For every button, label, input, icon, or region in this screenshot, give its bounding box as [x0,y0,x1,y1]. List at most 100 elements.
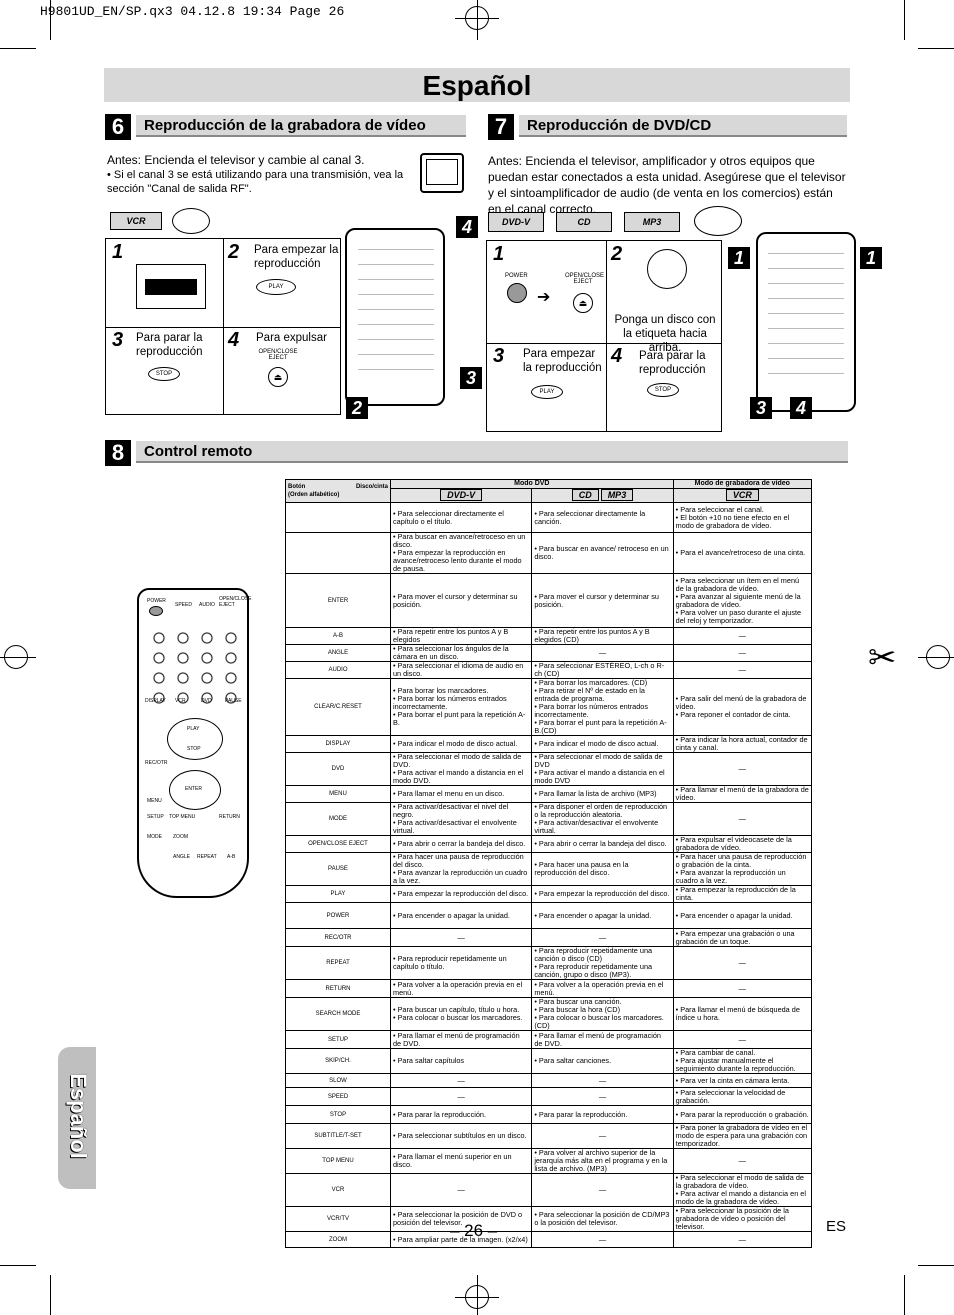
step-3-text: Para parar la reproducción [136,332,203,358]
remote-number-pad[interactable] [147,628,243,708]
button-key-cell: VCR [285,1173,391,1207]
function-cell-c2: • Para llamar el menú de programación de… [531,1030,674,1049]
function-cell-c2: — [531,1123,674,1149]
button-key-cell: ANGLE [285,644,391,662]
step-3-number: 3 [493,345,505,367]
table-row: MENU• Para llamar el menu en un disco.• … [285,785,813,803]
button-key-cell: ENTER [285,573,391,628]
button-key-cell: DISPLAY [285,735,391,753]
function-cell-c3: • Para encender o apagar la unidad. [672,902,813,929]
function-cell-c3: • Para empezar la reproducción de la cin… [672,885,813,903]
function-cell-c1: • Para seleccionar el modo de salida de … [389,752,533,786]
function-cell-c1: — [389,1087,533,1106]
badge-cd: CD [571,488,599,501]
function-cell-c1: — [389,1173,533,1207]
function-cell-c3: • Para llamar el menú de búsqueda de índ… [672,997,813,1031]
page-title: Español [104,68,850,102]
play-button[interactable]: PLAY [531,385,563,399]
function-cell-c2: • Para borrar los marcadores. (CD) • Par… [531,678,674,736]
stop-button[interactable]: STOP [148,367,180,381]
function-cell-c2: • Para seleccionar la posición de CD/MP3… [531,1206,674,1232]
table-row: • Para buscar en avance/retroceso en un … [285,532,813,574]
function-cell-c1: • Para llamar el menú superior en un dis… [389,1148,533,1174]
open-close-label: OPEN/CLOSE EJECT [565,273,605,285]
step-2-text: Para empezar la reproducción [254,244,339,270]
stop-button[interactable]: STOP [647,383,679,397]
function-cell-c2: • Para buscar una canción. • Para buscar… [531,997,674,1031]
side-tab: Español [58,1047,96,1189]
button-key-cell: MODE [285,802,391,836]
button-key-cell [285,502,391,533]
function-cell-c3: • Para seleccionar la posición de la gra… [672,1206,813,1232]
header-dvd-mode: Modo DVD [389,479,674,489]
header-order: (Orden alfabético) [288,492,340,498]
button-key-cell: A-B [285,627,391,645]
button-key-cell: PLAY [285,885,391,903]
cd-badge: CD [556,212,612,232]
table-row: CLEAR/C.RESET• Para borrar los marcadore… [285,678,813,736]
button-key-cell [285,532,391,574]
table-row: OPEN/CLOSE EJECT• Para abrir o cerrar la… [285,835,813,853]
mini-remote-buttons [768,248,844,388]
button-key-cell: SUBTITLE/T-SET [285,1123,391,1149]
button-key-cell: POWER [285,902,391,929]
eject-button[interactable]: ⏏ [573,293,593,313]
table-row: DVD• Para seleccionar el modo de salida … [285,752,813,786]
function-cell-c2: • Para seleccionar ESTÉREO, L-ch o R-ch … [531,661,674,679]
function-cell-c1: — [389,928,533,947]
function-cell-c3: • Para parar la reproducción o grabación… [672,1105,813,1124]
table-row: MODE• Para activar/desactivar el nivel d… [285,802,813,836]
remote-transport-pad[interactable] [167,718,223,760]
button-key-cell: SLOW [285,1073,391,1088]
remote-power-button[interactable] [149,606,163,616]
table-row: SUBTITLE/T-SET• Para seleccionar subtítu… [285,1123,813,1149]
table-row: STOP• Para parar la reproducción.• Para … [285,1105,813,1124]
button-key-cell: SKIP/CH. [285,1048,391,1074]
section-6-note: • Si el canal 3 se está utilizando para … [107,169,404,195]
play-button[interactable]: PLAY [256,279,296,295]
badge-dvd: DVD-V [440,488,483,501]
power-button[interactable] [507,283,527,303]
function-cell-c1: • Para parar la reproducción. [389,1105,533,1124]
function-cell-c1: • Para reproducir repetidamente un capít… [389,946,533,980]
button-key-cell: REPEAT [285,946,391,980]
function-cell-c3: — [672,752,813,786]
callout-3: 3 [750,397,772,419]
function-cell-c1: • Para buscar un capítulo, título u hora… [389,997,533,1031]
crop-mark [918,48,954,49]
remote-setup-label: SETUP [147,814,164,820]
table-row: PLAY• Para empezar la reproducción del d… [285,885,813,903]
remote-audio-label: AUDIO [199,602,215,608]
function-cell-c2: • Para indicar el modo de disco actual. [531,735,674,753]
function-cell-c1: • Para llamar el menu en un disco. [389,785,533,803]
table-row: SPEED——• Para seleccionar la velocidad d… [285,1087,813,1106]
eject-button[interactable]: ⏏ [268,367,288,387]
function-cell-c2: • Para abrir o cerrar la bandeja del dis… [531,835,674,853]
remote-control-illustration: POWER SPEED AUDIO OPEN/CLOSE EJECT DISPL… [137,588,252,898]
button-key-cell: SEARCH MODE [285,997,391,1031]
remote-display-label: DISPLAY [145,698,166,704]
remote-return-label: RETURN [219,814,240,820]
step-2-number: 2 [228,241,240,263]
step-1-number: 1 [112,241,124,263]
function-cell-c3: • Para seleccionar un ítem en el menú de… [672,573,813,628]
scissors-icon: ✂ [868,639,897,677]
step-4-number: 4 [228,329,240,351]
table-row: TOP MENU• Para llamar el menú superior e… [285,1148,813,1174]
remote-open-label: OPEN/CLOSE EJECT [219,596,252,608]
remote-menu-label: MENU [147,798,162,804]
open-close-label: OPEN/CLOSE EJECT [258,349,298,361]
section-7-steps: 1 POWER ➔ OPEN/CLOSE EJECT ⏏ 2 Ponga un … [486,240,722,432]
table-row: A-B• Para repetir entre los puntos A y B… [285,627,813,645]
function-cell-c2: • Para saltar canciones. [531,1048,674,1074]
function-cell-c3: • Para llamar el menú de la grabadora de… [672,785,813,803]
function-cell-c3: — [672,644,813,662]
registration-mark [918,657,954,658]
section-7-intro: Antes: Encienda el televisor, amplificad… [488,154,846,216]
remote-arrow-pad[interactable] [169,770,221,810]
function-cell-c2: — [531,1231,674,1248]
remote-speed-label: SPEED [175,602,192,608]
button-key-cell: OPEN/CLOSE EJECT [285,835,391,853]
function-cell-c1: • Para seleccionar los ángulos de la cám… [389,644,533,662]
function-cell-c1: • Para abrir o cerrar la bandeja del dis… [389,835,533,853]
